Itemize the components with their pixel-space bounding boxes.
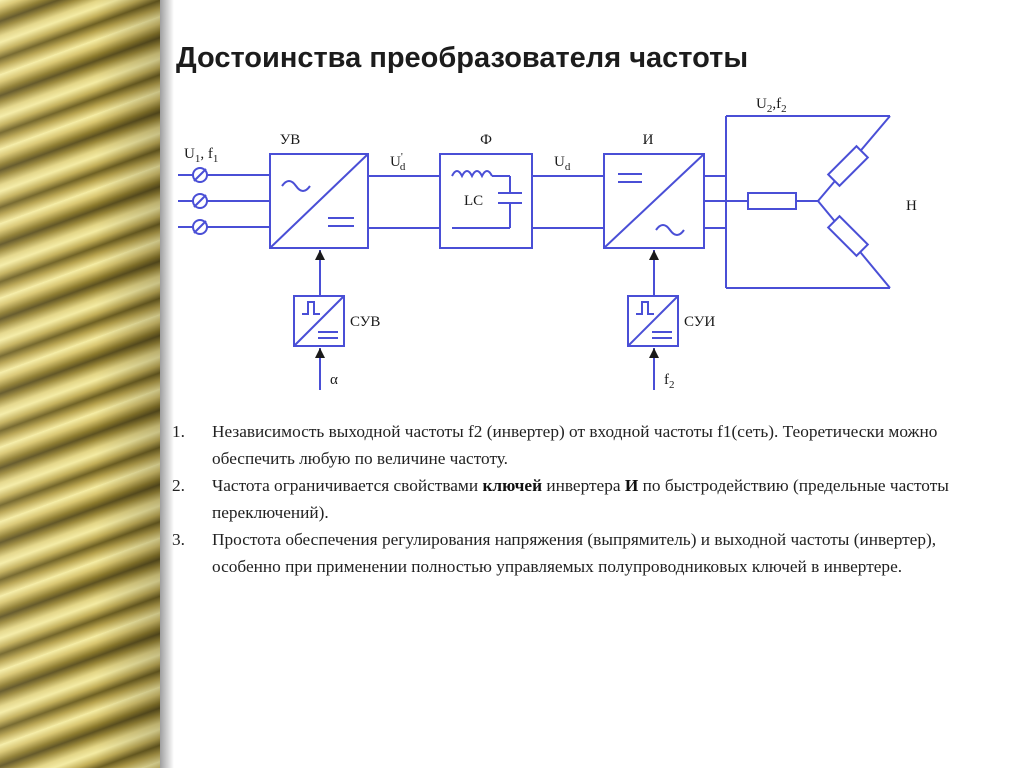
alpha-label: α [330,372,338,388]
filter-block [439,153,533,249]
lc-label: LC [464,193,483,209]
rectifier-label: УВ [280,132,301,148]
item-number: 1. [172,422,185,441]
terminal-symbol [192,167,208,183]
ac-symbol [655,224,685,236]
rectifier-control-label: СУВ [350,314,380,330]
filter-label: Ф [480,132,492,148]
load-star [747,115,891,289]
item-text: Частота ограничивается свойствами ключей… [212,476,949,522]
terminal-symbol [192,219,208,235]
list-item: 2. Частота ограничивается свойствами клю… [172,472,972,526]
bold-term: И [624,476,639,495]
output-voltage-label: U2,f2 [756,96,787,115]
inverter-label: И [643,132,654,148]
load-resistor [747,192,797,210]
load-label: Н [906,198,917,214]
frequency-converter-diagram: U1, f1 УВ U'd Ф LC Ud [178,96,917,391]
f2-label: f2 [664,372,675,391]
border-shadow [160,0,174,768]
ac-symbol [281,180,311,192]
rectifier-control-block [293,295,345,347]
rectifier-block [269,153,369,249]
item-number: 3. [172,530,185,549]
list-item: 3. Простота обеспечения регулирования на… [172,526,972,580]
input-voltage-label: U1, f1 [184,146,218,165]
item-text: Независимость выходной частоты f2 (инвер… [212,422,938,468]
load-resistor [826,214,870,258]
slide-title: Достоинства преобразователя частоты [176,42,749,74]
inverter-control-block [627,295,679,347]
inverter-control-label: СУИ [684,314,715,330]
list-item: 1. Независимость выходной частоты f2 (ин… [172,418,972,472]
inductor-symbol [451,170,493,179]
inverter-block [603,153,705,249]
load-resistor [826,144,870,188]
terminal-symbol [192,193,208,209]
item-number: 2. [172,476,185,495]
advantages-list: 1. Независимость выходной частоты f2 (ин… [172,418,972,580]
ud-prime-label: U'd [390,151,406,173]
ud-label: Ud [554,154,571,173]
input-terminals [178,167,270,235]
bold-term: ключей [482,476,543,495]
item-text: Простота обеспечения регулирования напря… [212,530,937,576]
decorative-gold-border [0,0,160,768]
